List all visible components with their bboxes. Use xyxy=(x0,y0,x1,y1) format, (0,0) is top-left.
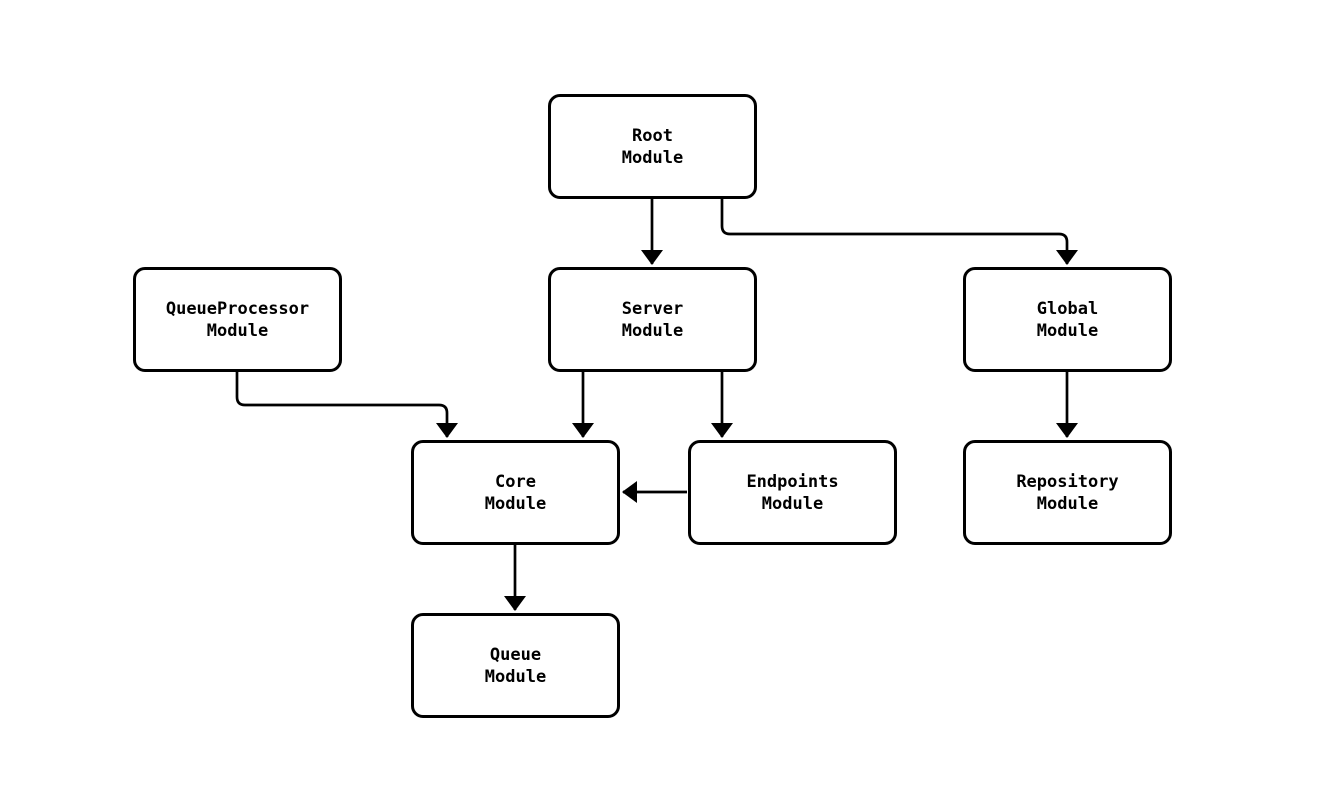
node-label-line1: Core xyxy=(495,471,536,492)
node-endpoints-module[interactable]: Endpoints Module xyxy=(688,440,897,545)
node-queue-module[interactable]: Queue Module xyxy=(411,613,620,718)
node-label-line2: Module xyxy=(1036,320,1099,341)
node-label-line2: Module xyxy=(1036,493,1099,514)
node-label-line2: Module xyxy=(761,493,824,514)
node-label-line2: Module xyxy=(621,147,684,168)
node-label-line2: Module xyxy=(484,666,547,687)
node-label-line1: Queue xyxy=(489,644,542,665)
node-label-line1: Root xyxy=(632,125,673,146)
node-queueprocessor-module[interactable]: QueueProcessor Module xyxy=(133,267,342,372)
node-repository-module[interactable]: Repository Module xyxy=(963,440,1172,545)
node-label-line1: QueueProcessor xyxy=(165,298,310,319)
node-label-line1: Global xyxy=(1036,298,1099,319)
node-label-line2: Module xyxy=(206,320,269,341)
node-label-line2: Module xyxy=(621,320,684,341)
node-global-module[interactable]: Global Module xyxy=(963,267,1172,372)
edge-queueprocessor-to-core-arrow xyxy=(235,372,458,438)
edge-root-to-global-arrow xyxy=(720,199,1078,265)
node-label-line1: Repository xyxy=(1016,471,1119,492)
node-label-line1: Endpoints xyxy=(746,471,839,492)
node-label-line1: Server xyxy=(621,298,684,319)
node-label-line2: Module xyxy=(484,493,547,514)
node-core-module[interactable]: Core Module xyxy=(411,440,620,545)
node-server-module[interactable]: Server Module xyxy=(548,267,757,372)
node-root-module[interactable]: Root Module xyxy=(548,94,757,199)
